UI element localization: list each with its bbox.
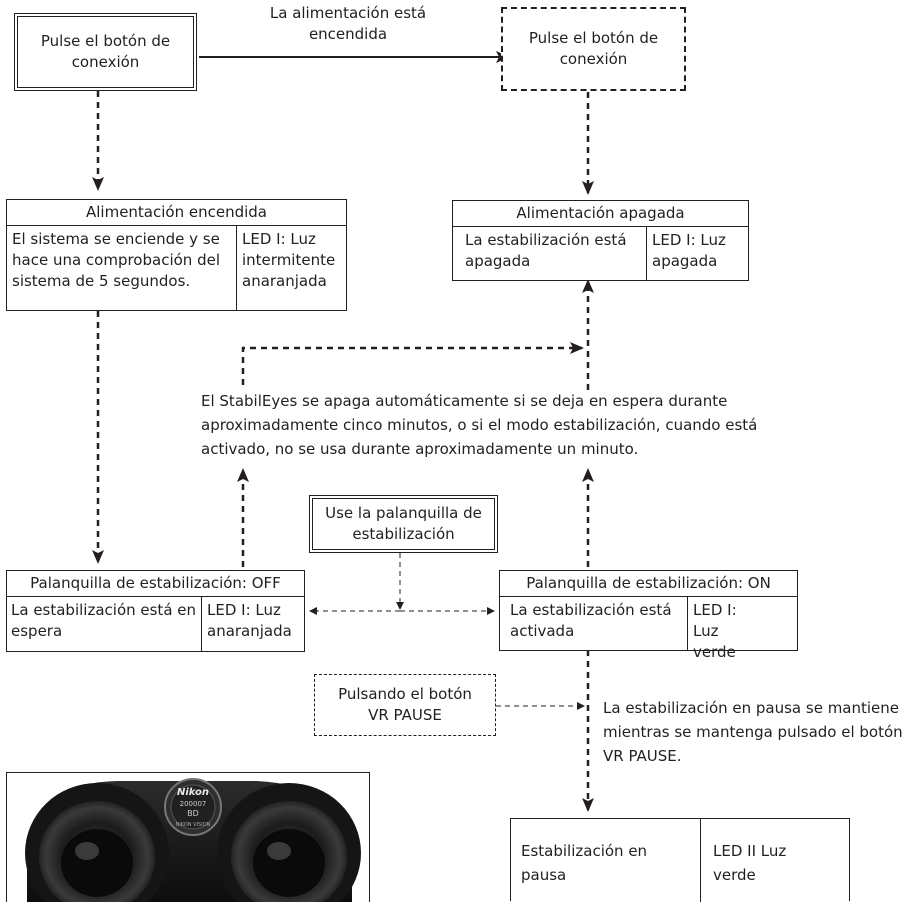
table-divider [687, 597, 688, 650]
lever-off-description: La estabilización está en espera [11, 601, 197, 640]
table-divider [201, 597, 202, 651]
auto-off-note: El StabilEyes se apaga automáticamente s… [201, 392, 758, 458]
binoculars-illustration: Nikon 200007 BD NIKON VISION [25, 778, 361, 902]
power-on-led: LED I: Luz intermitente anaranjada [242, 230, 336, 290]
power-on-label: La alimentación está encendida [269, 4, 427, 43]
power-on-header: Alimentación encendida [7, 200, 346, 226]
binoculars-photo: Nikon 200007 BD NIKON VISION [6, 772, 370, 902]
lever-on-description: La estabilización está activada [510, 601, 672, 640]
power-off-header: Alimentación apagada [453, 201, 748, 227]
press-power-text: Pulse el botón de conexión [528, 29, 659, 68]
use-lever-text: Use la palanquilla de estabilización [325, 504, 482, 543]
vision-label: NIKON VISION [176, 822, 211, 828]
use-lever-box: Use la palanquilla de estabilización [309, 495, 498, 553]
press-power-box-left: Pulse el botón de conexión [14, 13, 197, 91]
vr-pause-text: Pulsando el botón VR PAUSE [338, 685, 472, 724]
lever-on-table: Palanquilla de estabilización: ON La est… [499, 570, 798, 661]
power-off-description: La estabilización está apagada [465, 231, 627, 270]
paused-led: LED II Luz verde [713, 842, 787, 884]
lever-off-led: LED I: Luz anaranjada [207, 601, 292, 640]
model-label: BD [187, 809, 199, 818]
arrow-auto-off-left [241, 342, 584, 385]
power-off-led: LED I: Luz apagada [652, 231, 726, 270]
pause-note: La estabilización en pausa se mantiene m… [603, 699, 903, 765]
press-power-box-right: Pulse el botón de conexión [501, 7, 686, 91]
power-on-table: Alimentación encendida El sistema se enc… [6, 199, 347, 311]
vr-pause-box: Pulsando el botón VR PAUSE [314, 674, 496, 736]
lever-on-header: Palanquilla de estabilización: ON [500, 571, 797, 597]
table-divider [700, 819, 701, 902]
lever-off-table: Palanquilla de estabilización: OFF La es… [6, 570, 305, 652]
code-label: 200007 [180, 800, 207, 808]
lever-off-header: Palanquilla de estabilización: OFF [7, 571, 304, 597]
press-power-text: Pulse el botón de conexión [40, 32, 171, 71]
power-on-description: El sistema se enciende y se hace una com… [12, 230, 220, 290]
paused-description: Estabilización en pausa [521, 842, 648, 884]
paused-table: Estabilización en pausa LED II Luz verde [510, 818, 850, 902]
brand-label: Nikon [177, 787, 209, 798]
table-divider [236, 226, 237, 310]
power-off-table: Alimentación apagada La estabilización e… [452, 200, 749, 281]
lever-on-led: LED I: Luz verde [693, 601, 737, 661]
table-divider [646, 227, 647, 280]
